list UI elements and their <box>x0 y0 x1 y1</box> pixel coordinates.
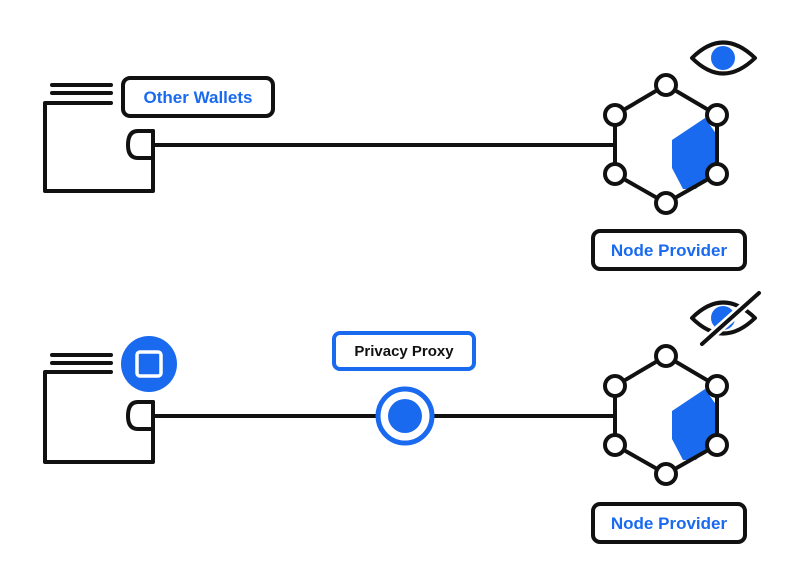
scenario-other-wallets: Other Wallets Node Provider <box>43 40 757 271</box>
privacy-proxy-label-box: Privacy Proxy <box>332 331 476 371</box>
eye-slash-icon <box>690 288 764 349</box>
node-provider-label-bottom: Node Provider <box>611 514 728 533</box>
node-provider-label-box-top: Node Provider <box>591 229 747 271</box>
target-circle-icon <box>375 386 435 446</box>
wallet-icon <box>43 83 155 193</box>
stop-square-icon <box>121 336 177 392</box>
eye-icon <box>690 40 757 76</box>
wallet-icon <box>43 353 155 464</box>
scenario-privacy-proxy: Privacy Proxy <box>43 288 764 544</box>
node-provider-label-box-bottom: Node Provider <box>591 502 747 544</box>
other-wallets-label-box: Other Wallets <box>121 76 275 118</box>
hexagon-network-icon <box>603 73 729 215</box>
node-provider-label-top: Node Provider <box>611 241 728 260</box>
privacy-proxy-label: Privacy Proxy <box>354 343 454 360</box>
hexagon-network-icon <box>603 344 729 486</box>
other-wallets-label: Other Wallets <box>144 88 253 107</box>
